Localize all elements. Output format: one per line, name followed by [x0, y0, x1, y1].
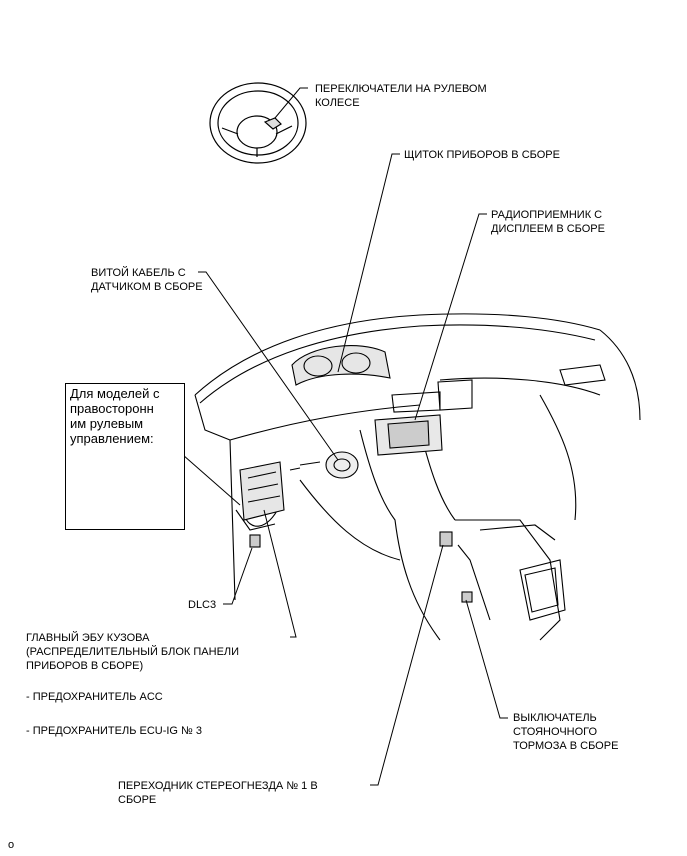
- combination-meter-drawing: [291, 345, 391, 386]
- console-parts-drawing: [439, 531, 491, 621]
- combination-meter-label: ЩИТОК ПРИБОРОВ В СБОРЕ: [404, 149, 560, 161]
- parking-brake-switch-label: ВЫКЛЮЧАТЕЛЬ СТОЯНОЧНОГО ТОРМОЗА В СБОРЕ: [513, 712, 619, 752]
- steering-wheel-drawing: [209, 82, 307, 164]
- stereo-jack-label: ПЕРЕХОДНИК СТЕРЕОГНЕЗДА № 1 В СБОРЕ: [118, 780, 318, 806]
- main-body-ecu-label: ГЛАВНЫЙ ЭБУ КУЗОВА (РАСПРЕДЕЛИТЕЛЬНЫЙ БЛ…: [26, 632, 240, 672]
- fuse-ecu-ig-label: - ПРЕДОХРАНИТЕЛЬ ECU-IG № 3: [26, 725, 203, 737]
- rhd-note-box: Для моделей с правосторонн им рулевым уп…: [65, 383, 185, 530]
- leader-lines: [182, 87, 508, 786]
- dlc3-label: DLC3: [188, 599, 217, 611]
- rhd-note-label: Для моделей с правосторонн им рулевым уп…: [70, 386, 160, 446]
- spiral-cable-drawing: [289, 451, 359, 479]
- steering-switches-label: ПЕРЕКЛЮЧАТЕЛИ НА РУЛЕВОМ КОЛЕСЕ: [315, 83, 487, 109]
- corner-mark: o: [8, 839, 15, 851]
- fuse-acc-label: - ПРЕДОХРАНИТЕЛЬ ACC: [26, 691, 163, 703]
- spiral-cable-label: ВИТОЙ КАБЕЛЬ С ДАТЧИКОМ В СБОРЕ: [91, 267, 203, 293]
- main-body-ecu-drawing: [235, 461, 285, 548]
- radio-display-label: РАДИОПРИЕМНИК С ДИСПЛЕЕМ В СБОРЕ: [491, 209, 605, 235]
- radio-display-drawing: [374, 391, 443, 456]
- dashboard-drawing: [194, 313, 641, 641]
